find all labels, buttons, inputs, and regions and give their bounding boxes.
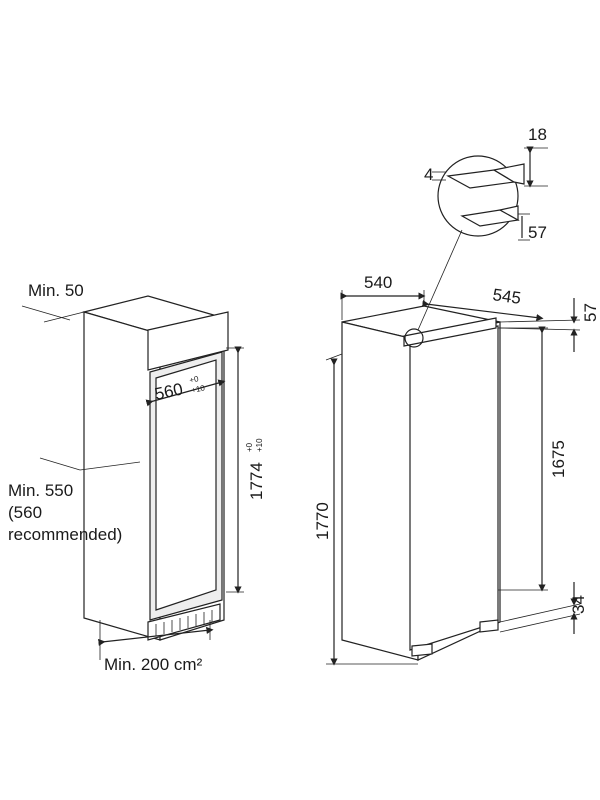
hinge-detail: 4 18 57 xyxy=(424,125,548,242)
appliance-width-label: 540 xyxy=(364,273,392,292)
min-top-gap-label: Min. 50 xyxy=(28,281,84,300)
ventilation-label: Min. 200 cm² xyxy=(104,655,203,674)
niche-width-tol-top: +0 xyxy=(189,374,200,385)
niche-width-dim-line xyxy=(145,379,226,407)
appliance-depth-dim-line xyxy=(421,299,544,322)
min-top-gap-dim-line xyxy=(21,305,71,321)
depth-recommended-line2: recommended) xyxy=(8,525,122,544)
niche-width-tol-bottom: +10 xyxy=(191,383,207,395)
detail-hinge-depth-label: 18 xyxy=(528,125,547,144)
depth-recommended-line1: (560 xyxy=(8,503,42,522)
top-offset-label: 57 xyxy=(581,303,600,322)
total-height-label: 1770 xyxy=(313,502,332,540)
appliance-depth-label: 545 xyxy=(491,285,522,308)
niche-height-tol-top: +0 xyxy=(245,442,254,452)
ventilation-dim-line xyxy=(98,626,214,646)
min-depth-label: Min. 550 xyxy=(8,481,73,500)
niche-height-label: 1774 xyxy=(247,462,266,500)
appliance: 540 545 57 1675 34 1770 xyxy=(313,229,600,666)
foot-back xyxy=(479,619,499,633)
niche-height-tol-bottom: +10 xyxy=(255,438,264,452)
niche-cabinet: Min. 50 560 +0 +10 1774 +0 +10 Min. 550 … xyxy=(8,281,266,674)
door-height-label: 1675 xyxy=(549,440,568,478)
hinge-detail-marker xyxy=(404,328,424,348)
detail-gap-label: 4 xyxy=(424,165,433,184)
detail-hinge-offset-label: 57 xyxy=(528,223,547,242)
foot-front xyxy=(411,643,433,657)
bottom-offset-label: 34 xyxy=(569,595,588,614)
